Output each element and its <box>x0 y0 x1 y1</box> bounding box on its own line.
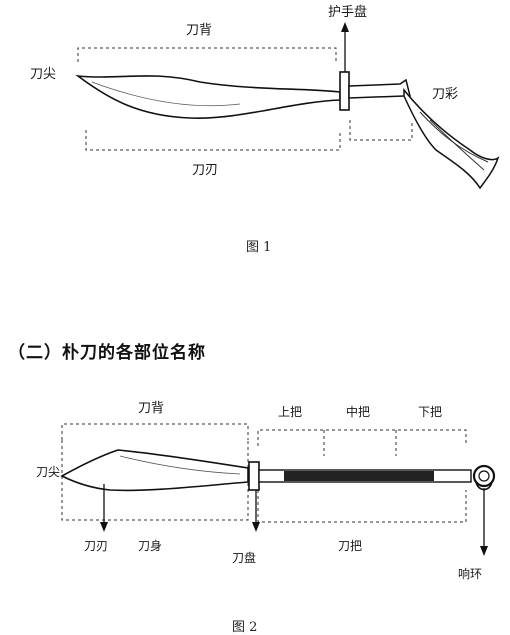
label-dao-pan: 刀盘 <box>232 551 257 565</box>
handle-1 <box>348 78 411 99</box>
label-xia-ba: 下把 <box>418 405 443 419</box>
figure-2: 刀背 上把 中把 下把 刀尖 刀刃 刀身 刀盘 刀把 响环 图 2 <box>0 380 510 635</box>
label-dao-jian-1: 刀尖 <box>30 67 57 82</box>
label-dao-bei-2: 刀背 <box>138 401 165 416</box>
label-dao-ren-1: 刀刃 <box>192 163 219 178</box>
guard-2 <box>248 461 260 491</box>
label-zhong-ba: 中把 <box>346 405 371 419</box>
label-xiang-huan: 响环 <box>458 567 483 581</box>
figure-2-caption: 图 2 <box>232 620 258 635</box>
label-dao-cai: 刀彩 <box>432 87 459 102</box>
label-dao-ba: 刀把 <box>338 539 363 553</box>
label-dao-shen: 刀身 <box>138 539 163 553</box>
figure-1-caption: 图 1 <box>246 240 272 255</box>
label-shang-ba: 上把 <box>278 405 303 419</box>
ring-2 <box>472 464 496 488</box>
shaft-grip-2 <box>284 471 434 481</box>
label-dao-jian-2: 刀尖 <box>36 465 61 479</box>
figure-1: 刀背 护手盘 刀尖 刀彩 刀刃 图 1 <box>0 0 510 260</box>
label-dao-ren-2: 刀刃 <box>84 539 109 553</box>
guard-1 <box>339 71 350 111</box>
section-heading: （二）朴刀的各部位名称 <box>8 343 206 363</box>
label-hu-shou-pan: 护手盘 <box>328 5 368 20</box>
blade-1 <box>75 74 341 119</box>
figure-2-drawing <box>60 423 496 556</box>
figure-1-drawing <box>75 22 500 190</box>
blade-2 <box>60 449 249 492</box>
label-dao-bei-1: 刀背 <box>186 23 213 38</box>
tassel-1 <box>403 87 500 190</box>
